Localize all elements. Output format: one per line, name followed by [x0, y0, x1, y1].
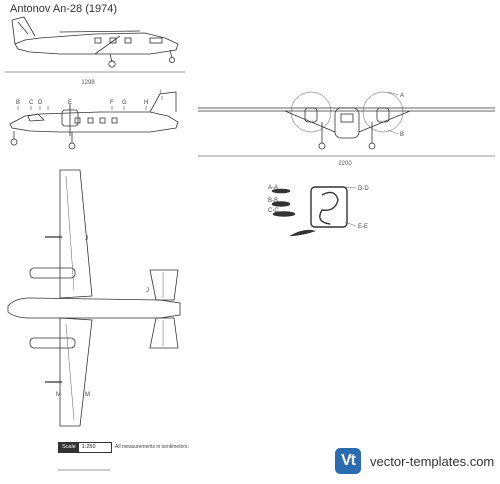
side-view-cutaway — [9, 91, 179, 150]
side-view-exterior — [11, 16, 179, 68]
side-label-h: H — [144, 100, 148, 106]
top-label-m2: M — [85, 392, 90, 398]
top-label-j2: J — [146, 288, 149, 294]
side-label-e: E — [68, 100, 72, 106]
side-label-c: C — [29, 100, 34, 106]
top-label-j1: J — [85, 236, 88, 242]
side-label-b: B — [16, 100, 20, 106]
front-label-b: B — [400, 132, 404, 138]
scale-key: Scale — [59, 443, 79, 452]
side-label-d: D — [38, 100, 43, 106]
scale-value: 1:250 — [81, 444, 96, 450]
front-view — [198, 91, 495, 150]
measurement-note: All measurements in centimeters. — [115, 444, 189, 450]
vector-templates-logo-icon: Vt — [335, 448, 361, 474]
section-label-bb: B-B — [268, 198, 278, 204]
top-view — [7, 169, 181, 427]
section-label-ee: E-E — [358, 224, 368, 230]
page-title: Antonov An-28 (1974) — [10, 3, 118, 15]
section-label-dd: D-D — [358, 186, 369, 192]
side-label-g: G — [122, 100, 127, 106]
span-dimension-label: 2200 — [338, 161, 352, 167]
logo-text: vector-templates.com — [370, 454, 495, 469]
length-dimension-label: 1298 — [81, 80, 95, 86]
section-label-cc: C-C — [268, 208, 279, 214]
front-label-a: A — [400, 93, 404, 99]
airfoil-sections — [271, 186, 357, 237]
section-label-aa: A-A — [268, 185, 278, 191]
side-label-f: F — [110, 100, 114, 106]
side-label-i: I — [160, 90, 162, 96]
top-label-m1: M — [56, 392, 61, 398]
